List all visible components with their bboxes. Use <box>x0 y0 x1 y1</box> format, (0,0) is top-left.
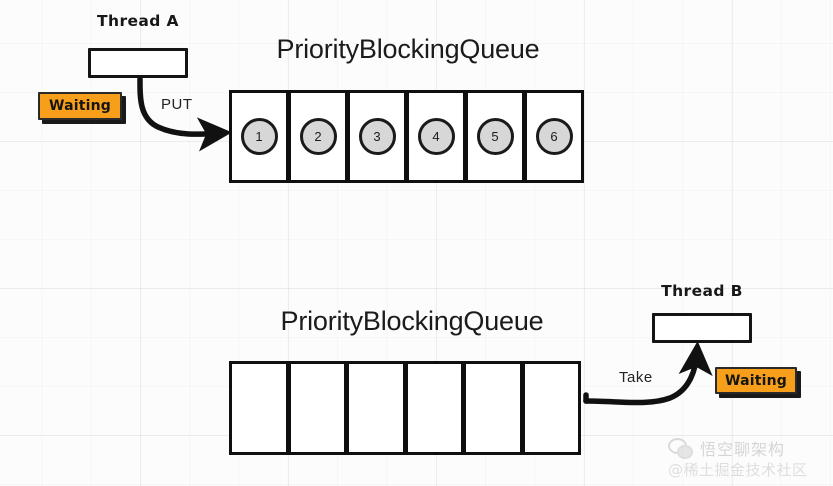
queue-node: 2 <box>299 118 337 155</box>
badge-body: Waiting <box>38 92 122 120</box>
thread-b-box <box>652 313 752 343</box>
top-queue-title: PriorityBlockingQueue <box>276 34 540 64</box>
queue-node-value: 3 <box>373 129 381 144</box>
take-edge-label: Take <box>619 369 653 386</box>
watermark-title: 悟空聊架构 <box>700 440 786 459</box>
watermark: 悟空聊架构 @稀土掘金技术社区 <box>668 436 808 480</box>
queue-cell: 6 <box>524 90 584 183</box>
thread-b-label: Thread B <box>661 282 743 300</box>
queue-node-value: 1 <box>255 129 263 144</box>
bottom-queue <box>229 361 586 455</box>
queue-cell: 4 <box>406 90 466 183</box>
badge-label: Waiting <box>724 372 788 389</box>
watermark-subtitle: @稀土掘金技术社区 <box>668 461 808 479</box>
thread-a-box <box>88 48 188 78</box>
queue-cell: 2 <box>288 90 348 183</box>
queue-node: 5 <box>476 118 514 155</box>
badge-label: Waiting <box>48 98 112 114</box>
top-queue: 1 2 3 4 5 6 <box>229 90 588 183</box>
queue-node: 3 <box>358 118 396 155</box>
queue-cell <box>287 361 347 455</box>
queue-node-value: 2 <box>314 129 322 144</box>
wechat-bubble-small <box>677 445 693 459</box>
watermark-title-row: 悟空聊架构 <box>668 436 808 460</box>
wechat-icon <box>668 438 694 459</box>
queue-cell <box>463 361 523 455</box>
queue-node-value: 4 <box>432 129 440 144</box>
queue-node: 4 <box>417 118 455 155</box>
queue-node: 1 <box>240 118 278 155</box>
queue-cell: 1 <box>229 90 289 183</box>
queue-node-value: 6 <box>550 129 558 144</box>
thread-b-waiting-badge: Waiting <box>715 367 801 398</box>
bottom-queue-title: PriorityBlockingQueue <box>280 306 544 336</box>
wechat-bubble-large <box>668 438 687 454</box>
queue-cell <box>521 361 581 455</box>
queue-node: 6 <box>535 118 573 155</box>
thread-a-label: Thread A <box>97 12 179 30</box>
queue-cell <box>229 361 289 455</box>
put-edge-label: PUT <box>161 96 193 113</box>
queue-cell: 5 <box>465 90 525 183</box>
thread-a-waiting-badge: Waiting <box>38 92 126 124</box>
badge-body: Waiting <box>715 367 797 394</box>
queue-node-value: 5 <box>491 129 499 144</box>
queue-cell <box>346 361 406 455</box>
queue-cell <box>404 361 464 455</box>
queue-cell: 3 <box>347 90 407 183</box>
